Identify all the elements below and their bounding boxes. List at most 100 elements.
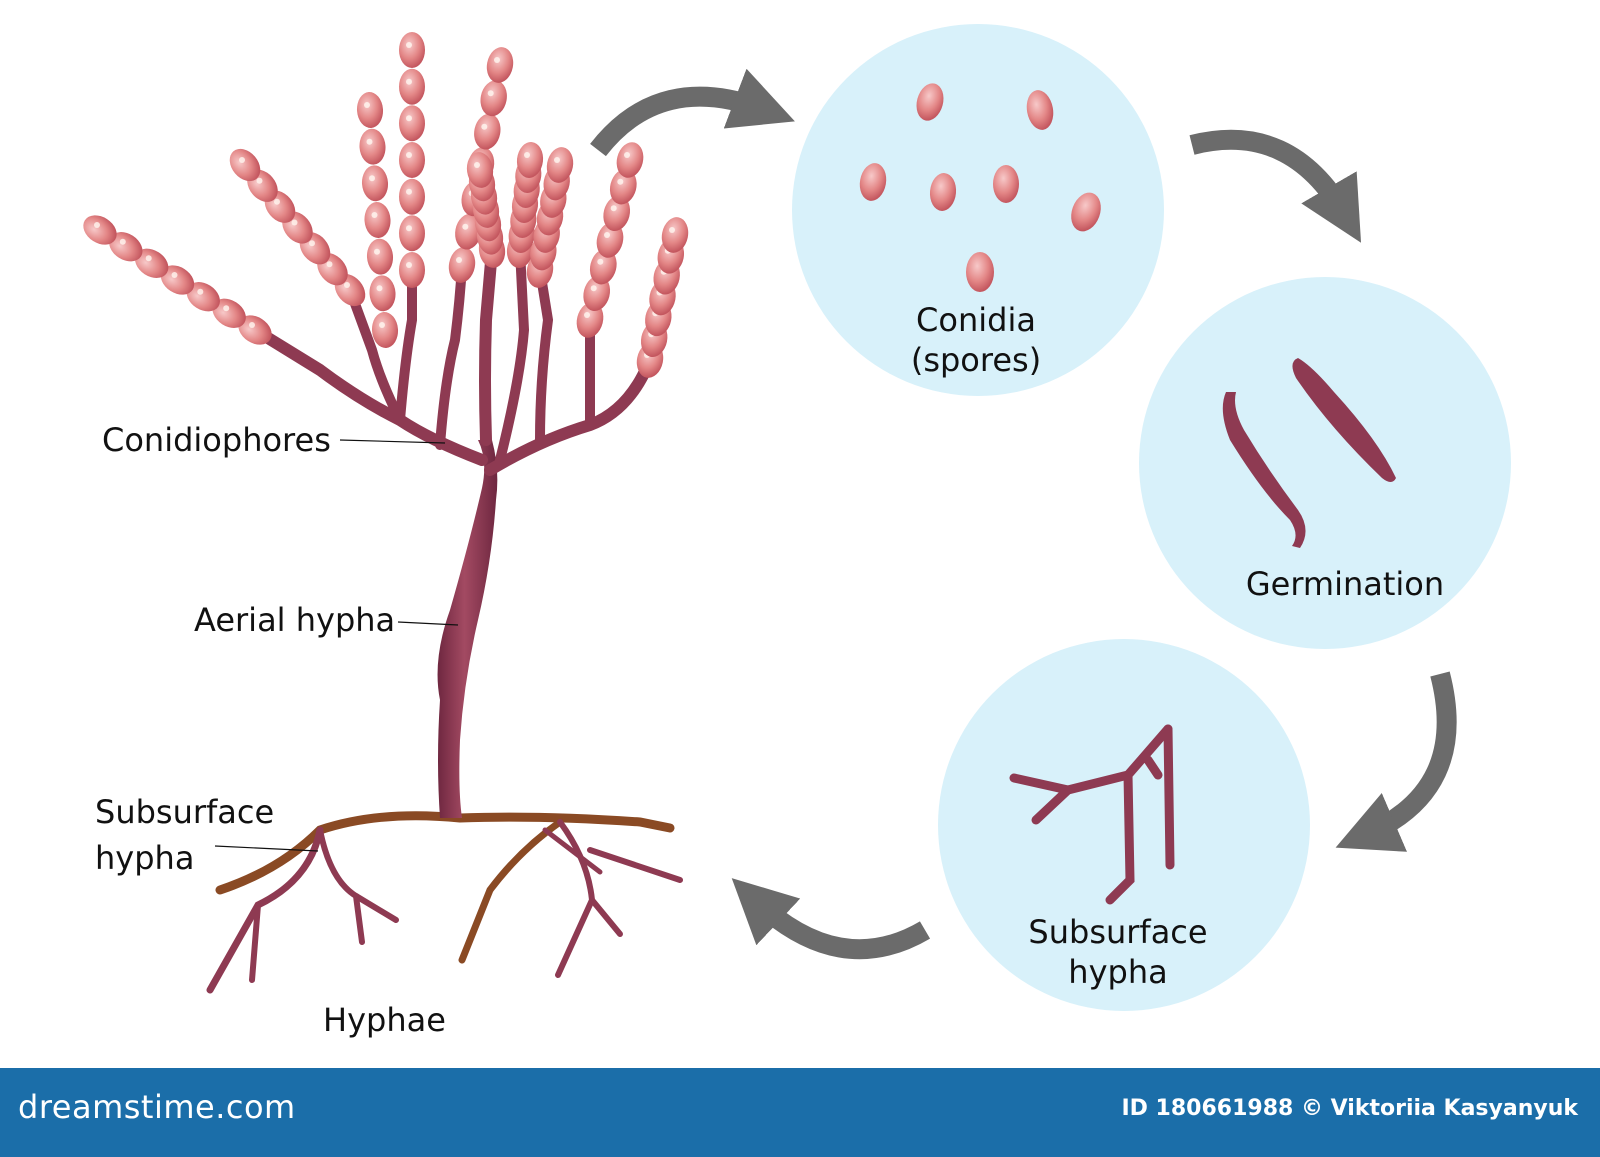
spore-highlight bbox=[374, 248, 380, 255]
spore-highlight bbox=[291, 219, 298, 226]
spore-highlight bbox=[119, 238, 126, 245]
spore bbox=[399, 178, 425, 215]
spore-highlight bbox=[94, 222, 100, 228]
spore-highlight bbox=[590, 285, 597, 292]
spore bbox=[229, 148, 261, 182]
label-aerial-hypha: Aerial hypha bbox=[194, 601, 396, 639]
arrow-to-subsurface bbox=[1335, 671, 1457, 852]
spore bbox=[399, 252, 425, 288]
spore bbox=[361, 165, 389, 202]
spore bbox=[160, 265, 195, 295]
arrow-to-germination bbox=[1189, 129, 1362, 243]
spore bbox=[399, 105, 425, 142]
spore-highlight bbox=[406, 115, 412, 122]
spore-highlight bbox=[369, 175, 375, 182]
hyphae-network bbox=[206, 811, 683, 994]
label-germination: Germination bbox=[1245, 565, 1445, 603]
spore bbox=[238, 315, 272, 345]
spore-highlight bbox=[379, 322, 385, 328]
spore bbox=[546, 147, 574, 183]
label-conidia: Conidia bbox=[916, 301, 1036, 339]
spore bbox=[135, 248, 169, 278]
spore-highlight bbox=[669, 227, 675, 233]
spore-highlight bbox=[239, 157, 245, 163]
spore-highlight bbox=[249, 322, 255, 328]
spore-highlight bbox=[474, 162, 480, 168]
spore bbox=[109, 232, 143, 262]
footer-bar: dreamstime.com ID 180661988 © Viktoriia … bbox=[0, 1068, 1600, 1157]
spore-highlight bbox=[223, 305, 230, 312]
subsurface-hypha-branches bbox=[1009, 724, 1175, 905]
spore bbox=[576, 302, 604, 338]
spore bbox=[83, 215, 117, 245]
spore bbox=[466, 152, 494, 188]
spore-highlight bbox=[487, 90, 494, 97]
spore-highlight bbox=[617, 178, 624, 185]
germination-stage-circle bbox=[1139, 277, 1511, 649]
spore bbox=[356, 92, 384, 128]
conidiophore-branches bbox=[249, 244, 656, 476]
image-credit: ID 180661988 © Viktoriia Kasyanyuk bbox=[1121, 1096, 1578, 1121]
label-subsurface-hypha-line2: hypha bbox=[95, 839, 195, 877]
spore bbox=[399, 68, 425, 105]
spore bbox=[583, 275, 611, 312]
spore bbox=[609, 168, 637, 205]
spore bbox=[371, 312, 399, 348]
spore-highlight bbox=[481, 123, 488, 130]
spore-highlight bbox=[406, 188, 412, 195]
label-subsurface-hypha-line1: Subsurface bbox=[95, 793, 275, 831]
spore bbox=[212, 298, 246, 328]
brand-logo-text[interactable]: dreamstime.com bbox=[18, 1088, 296, 1126]
label-conidiophores: Conidiophores bbox=[102, 421, 331, 459]
spore bbox=[661, 217, 689, 253]
spore-highlight bbox=[524, 152, 530, 158]
label-spores: (spores) bbox=[910, 341, 1042, 379]
spore-highlight bbox=[309, 240, 315, 247]
germinating-spores bbox=[1222, 358, 1396, 548]
spore bbox=[399, 142, 425, 178]
spore-highlight bbox=[197, 288, 204, 295]
aerial-hypha-stem bbox=[437, 440, 498, 818]
spore bbox=[603, 195, 631, 232]
spore bbox=[589, 248, 617, 285]
spore bbox=[486, 47, 514, 83]
spore bbox=[596, 222, 624, 258]
arrow-to-mycelium bbox=[731, 878, 931, 960]
spore-chains bbox=[83, 32, 689, 378]
spore-highlight bbox=[406, 225, 412, 232]
spore-highlight bbox=[145, 255, 152, 262]
spore-highlight bbox=[274, 198, 280, 205]
spore-highlight bbox=[406, 262, 412, 268]
label-subsurface-stage-line1: Subsurface bbox=[1028, 913, 1208, 951]
conidia-stage-circle bbox=[792, 24, 1164, 396]
spore-highlight bbox=[406, 42, 412, 48]
spore-highlight bbox=[584, 312, 590, 318]
spore-highlight bbox=[366, 138, 373, 145]
spore-highlight bbox=[597, 258, 604, 265]
spore-highlight bbox=[376, 285, 383, 292]
spore-highlight bbox=[494, 57, 500, 63]
spore-highlight bbox=[456, 257, 462, 263]
spore bbox=[186, 282, 220, 312]
spore bbox=[369, 275, 396, 312]
conidia-spores bbox=[859, 83, 1101, 292]
spore-highlight bbox=[610, 205, 617, 212]
arrow-to-conidia bbox=[590, 68, 795, 157]
spore-highlight bbox=[462, 223, 469, 230]
spore bbox=[399, 32, 425, 68]
spore bbox=[399, 215, 425, 252]
spore bbox=[516, 142, 544, 178]
spore-highlight bbox=[406, 78, 412, 85]
spore-highlight bbox=[371, 212, 378, 218]
label-subsurface-stage-line2: hypha bbox=[1068, 953, 1168, 991]
spore-highlight bbox=[344, 282, 350, 288]
label-hyphae: Hyphae bbox=[323, 1001, 446, 1039]
fungal-life-cycle-diagram bbox=[83, 24, 1511, 1011]
spore-highlight bbox=[256, 177, 263, 184]
leader-lines bbox=[214, 439, 459, 852]
spore-highlight bbox=[326, 261, 333, 268]
spore bbox=[366, 238, 394, 275]
spore-highlight bbox=[624, 152, 630, 158]
spore-highlight bbox=[406, 152, 412, 158]
